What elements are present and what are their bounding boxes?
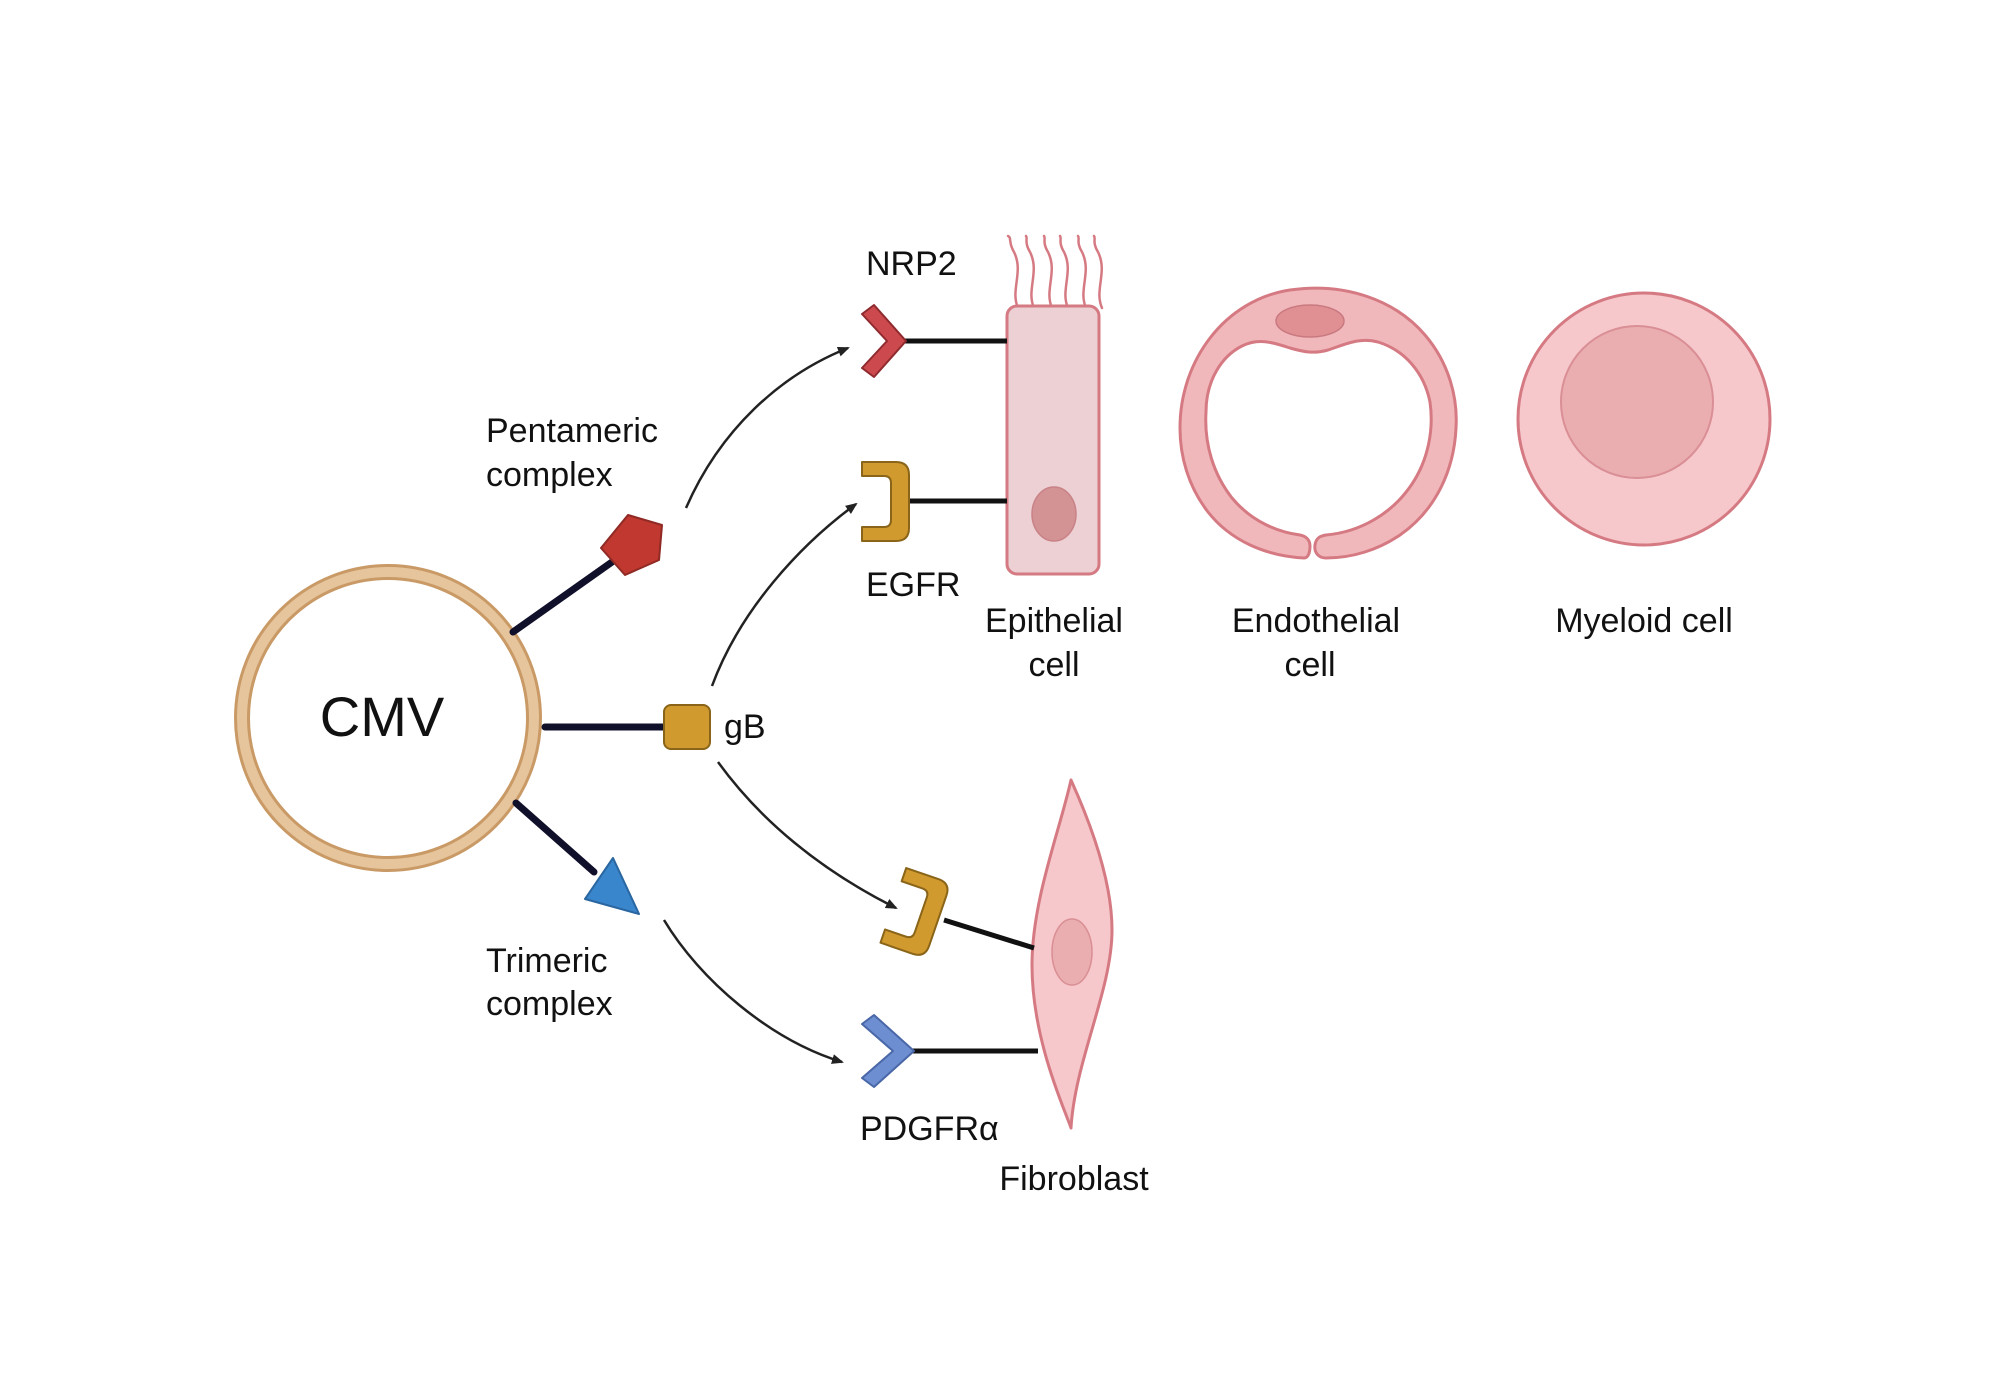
endothelial-cell-label-line2: cell bbox=[1284, 646, 1335, 684]
trimeric-complex-label-line2: complex bbox=[486, 985, 613, 1023]
gb-shape bbox=[663, 704, 711, 750]
endothelial-cell bbox=[1178, 286, 1458, 560]
egfr-receptor-fibroblast bbox=[879, 867, 949, 956]
arrow-gb-to-egfr-fibroblast bbox=[716, 761, 898, 910]
arrow-gb-to-egfr bbox=[710, 502, 858, 687]
arrow-trimer-to-pdgfra bbox=[662, 919, 844, 1064]
egfr-stalk-fibroblast bbox=[943, 917, 1035, 951]
nrp2-label: NRP2 bbox=[866, 245, 957, 283]
fibroblast-cell bbox=[1030, 778, 1114, 1130]
arrow-pentamer-to-nrp2 bbox=[684, 346, 850, 509]
cmv-virion: CMV bbox=[234, 564, 542, 872]
myeloid-cell-label: Myeloid cell bbox=[1555, 602, 1733, 640]
trimer-stalk bbox=[512, 799, 598, 876]
pentamer-stalk bbox=[509, 558, 616, 636]
epithelial-cell-label-line2: cell bbox=[1028, 646, 1079, 684]
pdgfra-label: PDGFRα bbox=[860, 1110, 999, 1148]
epithelial-cilia bbox=[1006, 234, 1104, 310]
egfr-label: EGFR bbox=[866, 566, 960, 604]
cmv-label: CMV bbox=[320, 685, 445, 748]
fibroblast-label: Fibroblast bbox=[999, 1160, 1149, 1198]
endothelial-cell-label-line1: Endothelial bbox=[1232, 602, 1400, 640]
nrp2-receptor bbox=[861, 304, 907, 378]
pentameric-complex-label-line1: Pentameric bbox=[486, 412, 658, 450]
epithelial-cell-label-line1: Epithelial bbox=[985, 602, 1123, 640]
gb-label: gB bbox=[724, 708, 766, 746]
pdgfra-receptor bbox=[861, 1014, 915, 1088]
trimeric-complex-shape bbox=[584, 857, 640, 915]
pentameric-complex-label-line2: complex bbox=[486, 456, 613, 494]
egfr-receptor-epithelial bbox=[861, 461, 910, 542]
pentameric-complex-shape bbox=[600, 514, 663, 576]
myeloid-cell bbox=[1516, 291, 1772, 547]
epithelial-cell bbox=[1005, 234, 1104, 576]
trimeric-complex-label-line1: Trimeric bbox=[486, 942, 608, 980]
